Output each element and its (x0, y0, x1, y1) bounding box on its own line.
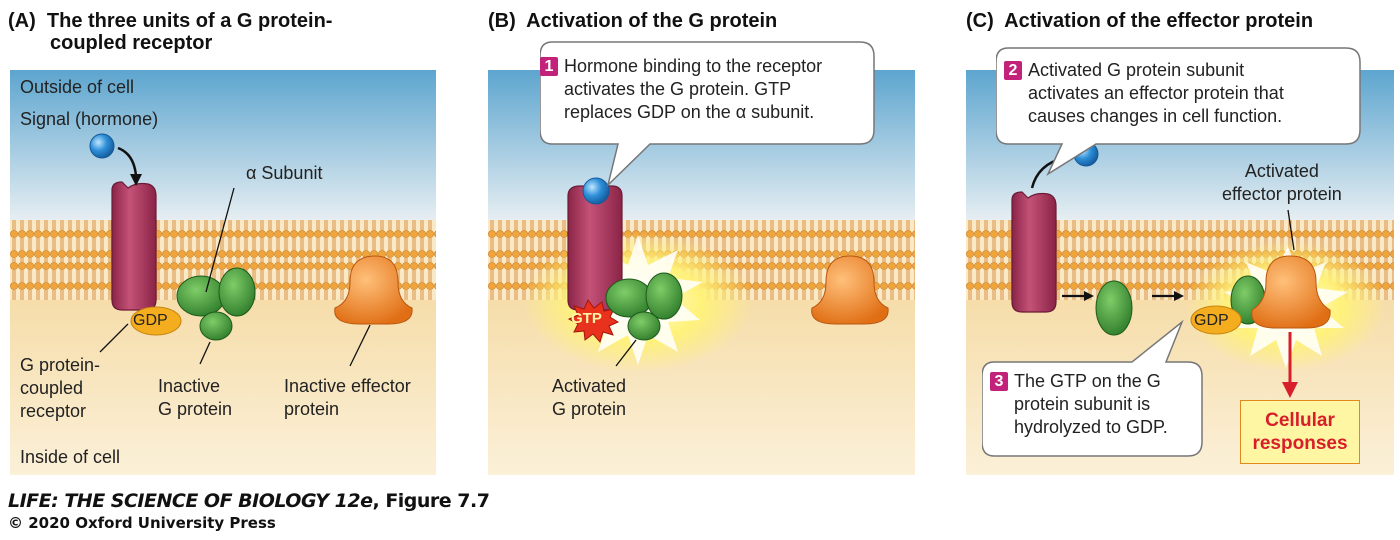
callout-1-line2: activates the G protein. GTP (564, 79, 792, 99)
callout-3-line2: protein subunit is (1014, 394, 1151, 414)
inactive-effector-line1: Inactive effector (284, 376, 411, 396)
activated-effector-line1: Activated (1244, 161, 1319, 181)
cell-scene-b-svg (488, 70, 915, 475)
panel-a-title-line1: The three units of a G protein- (46, 10, 333, 32)
gdp-label-a: GDP (133, 312, 168, 329)
activated-g-protein-line1: Activated (552, 376, 627, 396)
gdp-label-c: GDP (1194, 312, 1229, 329)
callout-2-line2: activates an effector protein that (1028, 83, 1284, 103)
activated-g-protein-label: Activated G protein (552, 375, 626, 421)
cell-scene-a-svg (10, 70, 436, 475)
callout-2-line1: Activated G protein subunit (1028, 60, 1245, 80)
panel-b-letter: (B) (488, 10, 516, 32)
panel-a-title-line2: coupled receptor (50, 32, 213, 54)
signal-hormone-label: Signal (hormone) (20, 109, 159, 129)
footer-figure-number: , Figure 7.7 (372, 490, 490, 512)
inactive-effector-label: Inactive effector protein (284, 375, 411, 421)
activated-effector-label: Activated effector protein (1222, 160, 1342, 206)
panel-a-letter: (A) (8, 10, 36, 32)
gpcr-label-line1: G protein- (20, 355, 101, 375)
panel-b-title: (B) Activation of the G protein (488, 10, 777, 32)
alpha-subunit-label-a: α Subunit (246, 163, 323, 183)
cell-scene-b (488, 70, 915, 475)
inactive-g-protein-line1: Inactive (158, 376, 221, 396)
inactive-effector-line2: protein (284, 399, 340, 419)
gtp-label-b: GTP (571, 310, 602, 327)
step-1-badge: 1 (540, 57, 558, 76)
panel-a-title: (A) The three units of a G protein- coup… (8, 10, 332, 54)
activated-effector-line2: effector protein (1222, 184, 1342, 204)
callout-2: 2 Activated G protein subunit activates a… (1004, 59, 1284, 128)
inside-of-cell-label: Inside of cell (20, 447, 121, 467)
cellular-responses-line1: Cellular (1265, 410, 1335, 431)
cell-scene-a (10, 70, 436, 475)
cellular-responses-line2: responses (1252, 433, 1348, 454)
callout-1-line1: Hormone binding to the receptor (564, 56, 823, 76)
panel-c-title: (C) Activation of the effector protein (966, 10, 1313, 32)
outside-of-cell-label-a: Outside of cell (20, 77, 135, 97)
callout-3-line1: The GTP on the G (1014, 371, 1161, 391)
panel-c-letter: (C) (966, 10, 994, 32)
inactive-g-protein-line2: G protein (158, 399, 233, 419)
panel-b-title-line1: Activation of the G protein (526, 10, 778, 32)
gpcr-label: G protein- coupled receptor (20, 354, 100, 423)
gpcr-label-line2: coupled (20, 378, 84, 398)
step-3-badge: 3 (990, 372, 1008, 391)
inactive-g-protein-label: Inactive G protein (158, 375, 232, 421)
callout-3-line3: hydrolyzed to GDP. (1014, 417, 1168, 437)
gpcr-label-line3: receptor (20, 401, 87, 421)
callout-3: 3 The GTP on the G protein subunit is hyd… (990, 370, 1168, 439)
footer-citation: LIFE: THE SCIENCE OF BIOLOGY 12e, Figure… (8, 490, 490, 512)
cellular-responses-box: Cellular responses (1240, 400, 1360, 464)
callout-1: 1 Hormone binding to the receptor activat… (540, 55, 822, 124)
callout-2-line3: causes changes in cell function. (1028, 106, 1283, 126)
panel-c-title-line1: Activation of the effector protein (1004, 10, 1314, 32)
step-2-badge: 2 (1004, 61, 1022, 80)
activated-g-protein-line2: G protein (552, 399, 627, 419)
callout-2-bubble (996, 47, 1361, 176)
footer-copyright: © 2020 Oxford University Press (8, 514, 276, 532)
footer-book-title: LIFE: THE SCIENCE OF BIOLOGY 12e (8, 490, 373, 512)
callout-3-bubble (982, 319, 1203, 457)
callout-1-bubble (540, 41, 875, 188)
callout-1-line3: replaces GDP on the α subunit. (564, 102, 815, 122)
